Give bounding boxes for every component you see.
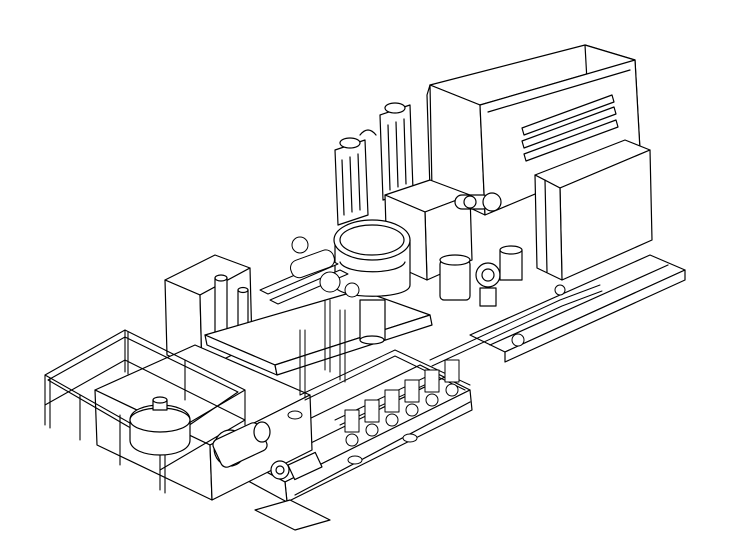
- small-pressure-vessel: [130, 397, 190, 455]
- upper-cabinet-housing: [427, 45, 640, 215]
- central-pressure-vessel: [334, 220, 410, 344]
- aux-pump-cluster: [440, 246, 522, 306]
- handrail: [45, 330, 245, 493]
- lower-cabinet: [535, 140, 652, 280]
- heat-exchanger-panels: [335, 103, 413, 225]
- valve-manifold: [260, 237, 602, 464]
- pump-motor: [211, 421, 322, 480]
